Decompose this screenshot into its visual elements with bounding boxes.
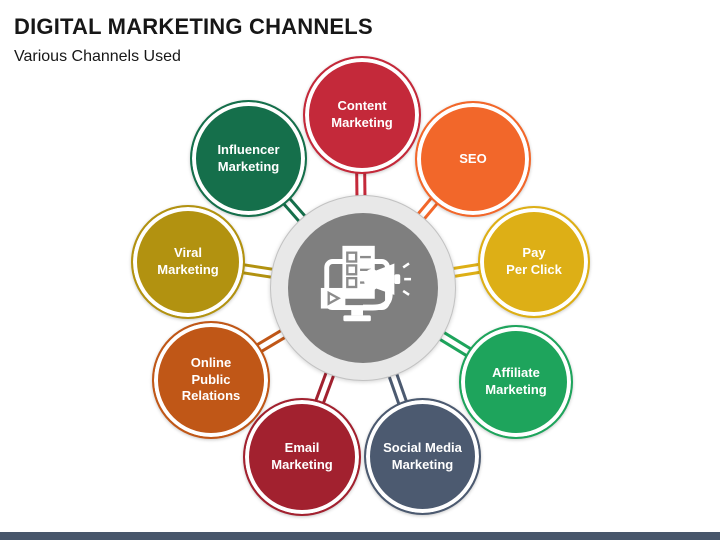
footer-accent-bar — [0, 532, 720, 540]
node-viral-marketing: Viral Marketing — [131, 205, 245, 319]
node-label-pay-per-click: Pay Per Click — [506, 245, 562, 277]
digital-marketing-monitor-megaphone-icon — [312, 237, 414, 340]
node-label-viral-marketing: Viral Marketing — [157, 245, 219, 277]
node-label-seo: SEO — [459, 150, 487, 166]
node-label-affiliate-marketing: Affiliate Marketing — [485, 365, 547, 397]
page-title: DIGITAL MARKETING CHANNELS — [14, 14, 373, 39]
node-label-social-media-marketing: Social Media Marketing — [383, 439, 462, 472]
node-label-influencer-marketing: Influencer Marketing — [217, 141, 280, 174]
node-label-email-marketing: Email Marketing — [271, 440, 333, 472]
node-pay-per-click: Pay Per Click — [478, 206, 590, 318]
central-hub-ring — [270, 195, 456, 381]
slide-header: DIGITAL MARKETING CHANNELS Various Chann… — [14, 14, 373, 66]
node-email-marketing: Email Marketing — [243, 398, 361, 516]
node-affiliate-marketing: Affiliate Marketing — [459, 325, 573, 439]
node-online-public-relations: Online Public Relations — [152, 321, 270, 439]
node-label-online-public-relations: Online Public Relations — [181, 354, 241, 404]
node-seo: SEO — [415, 101, 531, 217]
central-hub — [288, 213, 438, 363]
node-social-media-marketing: Social Media Marketing — [364, 398, 481, 515]
node-label-content-marketing: Content Marketing — [331, 98, 393, 130]
node-content-marketing: Content Marketing — [303, 56, 421, 174]
page-subtitle: Various Channels Used — [14, 48, 181, 65]
node-influencer-marketing: Influencer Marketing — [190, 100, 307, 217]
